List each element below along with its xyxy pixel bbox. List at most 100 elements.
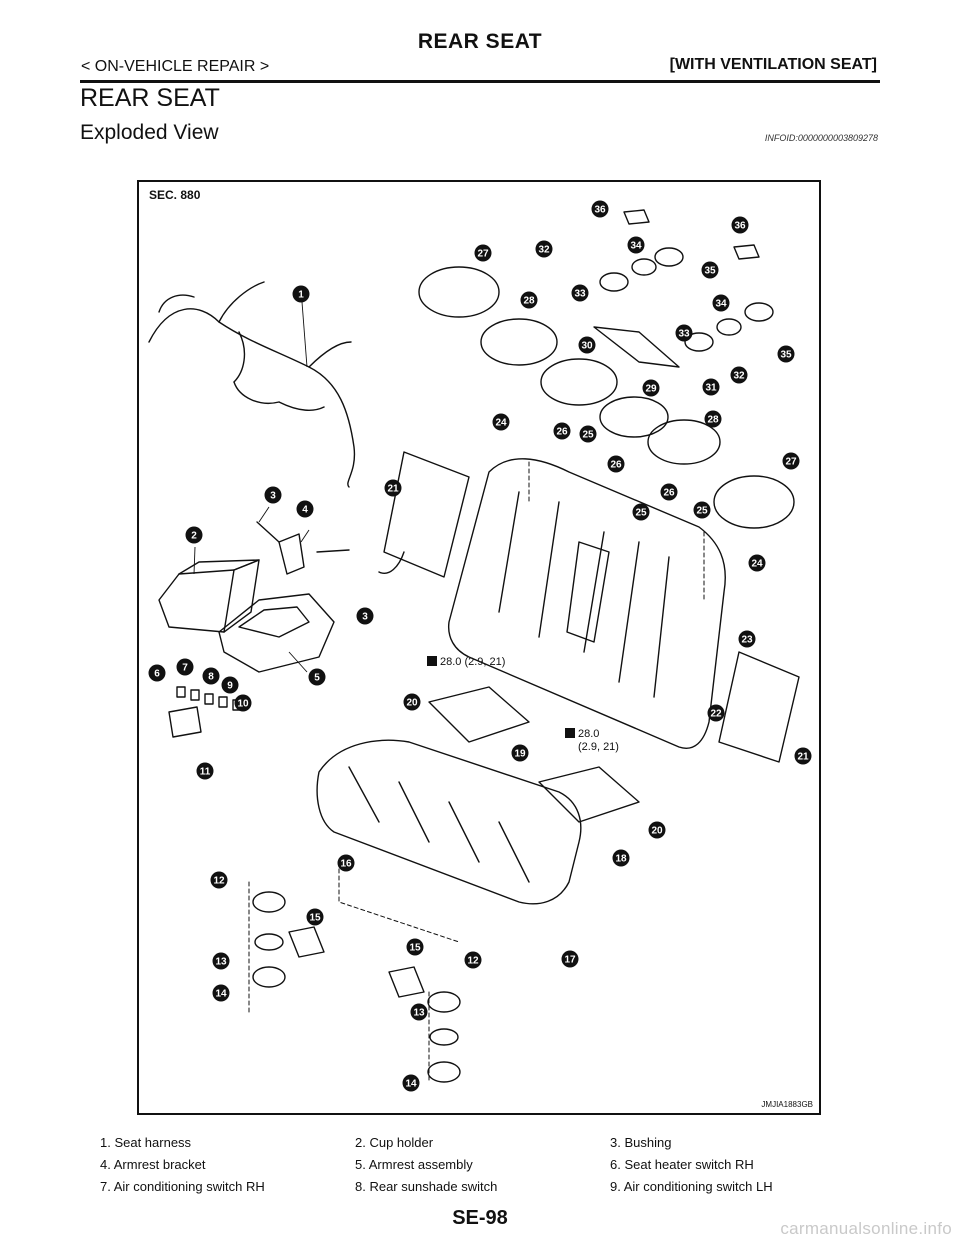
callout-number: 13 (413, 1008, 425, 1019)
callout-number: 20 (651, 826, 663, 837)
callout-layer: 1233456789101112121313141415151617181920… (148, 200, 812, 1092)
legend-item: 2. Cup holder (355, 1135, 434, 1150)
callout-number: 5 (314, 673, 320, 684)
torque-value-2a: 28.0 (578, 728, 600, 740)
callout-number: 18 (615, 854, 627, 865)
callout-number: 24 (751, 559, 763, 570)
torque-label-1: 28.0 (2.9, 21) (427, 656, 505, 668)
callout-number: 3 (270, 491, 276, 502)
callout-bubble (632, 503, 650, 521)
callout-bubble (642, 379, 660, 397)
legend-item: 8. Rear sunshade switch (355, 1179, 498, 1194)
callout-number: 35 (780, 350, 792, 361)
callout-number: 7 (182, 663, 188, 674)
callout-number: 12 (467, 956, 479, 967)
callout-bubble (782, 452, 800, 470)
wrench-icon (427, 656, 437, 666)
callout-number: 30 (581, 341, 593, 352)
callout-number: 27 (785, 457, 797, 468)
callout-bubble (693, 501, 711, 519)
callout-number: 4 (302, 505, 308, 516)
callout-number: 21 (797, 752, 809, 763)
callout-bubble (730, 366, 748, 384)
callout-number: 13 (215, 957, 227, 968)
callout-number: 25 (696, 506, 708, 517)
callout-bubble (591, 200, 609, 218)
callout-number: 31 (705, 383, 717, 394)
callout-number: 3 (362, 612, 368, 623)
callout-number: 8 (208, 672, 214, 683)
figure-code: JMJIA1883GB (761, 1100, 813, 1109)
callout-number: 15 (309, 913, 321, 924)
callout-bubble (406, 938, 424, 956)
callout-number: 14 (215, 989, 227, 1000)
callout-number: 32 (538, 245, 550, 256)
callout-bubble (356, 607, 374, 625)
legend-row: 7. Air conditioning switch RH 8. Rear su… (100, 1179, 880, 1200)
callout-number: 15 (409, 943, 421, 954)
legend: 1. Seat harness 2. Cup holder 3. Bushing… (100, 1135, 880, 1201)
callout-number: 28 (523, 296, 535, 307)
callout-bubble (794, 747, 812, 765)
callout-bubble (738, 630, 756, 648)
callout-number: 6 (154, 669, 160, 680)
legend-item: 3. Bushing (610, 1135, 672, 1150)
callout-bubble (234, 694, 252, 712)
header-rule (80, 80, 880, 83)
callout-bubble (553, 422, 571, 440)
watermark: carmanualsonline.info (780, 1219, 952, 1238)
callout-number: 10 (237, 699, 249, 710)
callout-bubble (607, 455, 625, 473)
callout-number: 19 (514, 749, 526, 760)
callout-number: 25 (582, 430, 594, 441)
callout-bubble (777, 345, 795, 363)
callout-bubble (306, 908, 324, 926)
callout-bubble (578, 336, 596, 354)
callout-bubble (264, 486, 282, 504)
callout-number: 25 (635, 508, 647, 519)
callout-bubble (712, 294, 730, 312)
legend-row: 1. Seat harness 2. Cup holder 3. Bushing (100, 1135, 880, 1156)
section-title: REAR SEAT (80, 84, 220, 112)
torque-value-2b: (2.9, 21) (578, 741, 619, 753)
callout-bubble (561, 950, 579, 968)
callout-bubble (492, 413, 510, 431)
exploded-view-drawing (148, 209, 800, 1083)
callout-bubble (176, 658, 194, 676)
callout-bubble (196, 762, 214, 780)
callout-bubble (403, 693, 421, 711)
callout-number: 28 (707, 415, 719, 426)
legend-item: 5. Armrest assembly (355, 1157, 473, 1172)
callout-number: 34 (715, 299, 727, 310)
callout-bubble (520, 291, 538, 309)
callout-bubble (675, 324, 693, 342)
callout-number: 35 (704, 266, 716, 277)
callout-bubble (337, 854, 355, 872)
callout-bubble (210, 871, 228, 889)
callout-number: 20 (406, 698, 418, 709)
callout-bubble (402, 1074, 420, 1092)
legend-item: 1. Seat harness (100, 1135, 192, 1150)
callout-number: 24 (495, 418, 507, 429)
callout-bubble (535, 240, 553, 258)
callout-number: 23 (741, 635, 753, 646)
callout-bubble (660, 483, 678, 501)
callout-bubble (410, 1003, 428, 1021)
callout-bubble (221, 676, 239, 694)
callout-bubble (748, 554, 766, 572)
callout-bubble (612, 849, 630, 867)
callout-bubble (707, 704, 725, 722)
sec-label: SEC. 880 (149, 188, 201, 202)
torque-label-2: 28.0 (2.9, 21) (565, 728, 619, 754)
callout-number: 17 (564, 955, 576, 966)
callout-bubble (571, 284, 589, 302)
callout-number: 21 (387, 484, 399, 495)
subsection-title: Exploded View (80, 121, 219, 144)
legend-item: 4. Armrest bracket (100, 1157, 206, 1172)
info-id: INFOID:0000000003809278 (764, 133, 878, 143)
legend-item: 9. Air conditioning switch LH (610, 1179, 773, 1194)
callout-number: 12 (213, 876, 225, 887)
header-right: [WITH VENTILATION SEAT] (669, 56, 877, 73)
callout-number: 29 (645, 384, 657, 395)
callout-bubble (579, 425, 597, 443)
